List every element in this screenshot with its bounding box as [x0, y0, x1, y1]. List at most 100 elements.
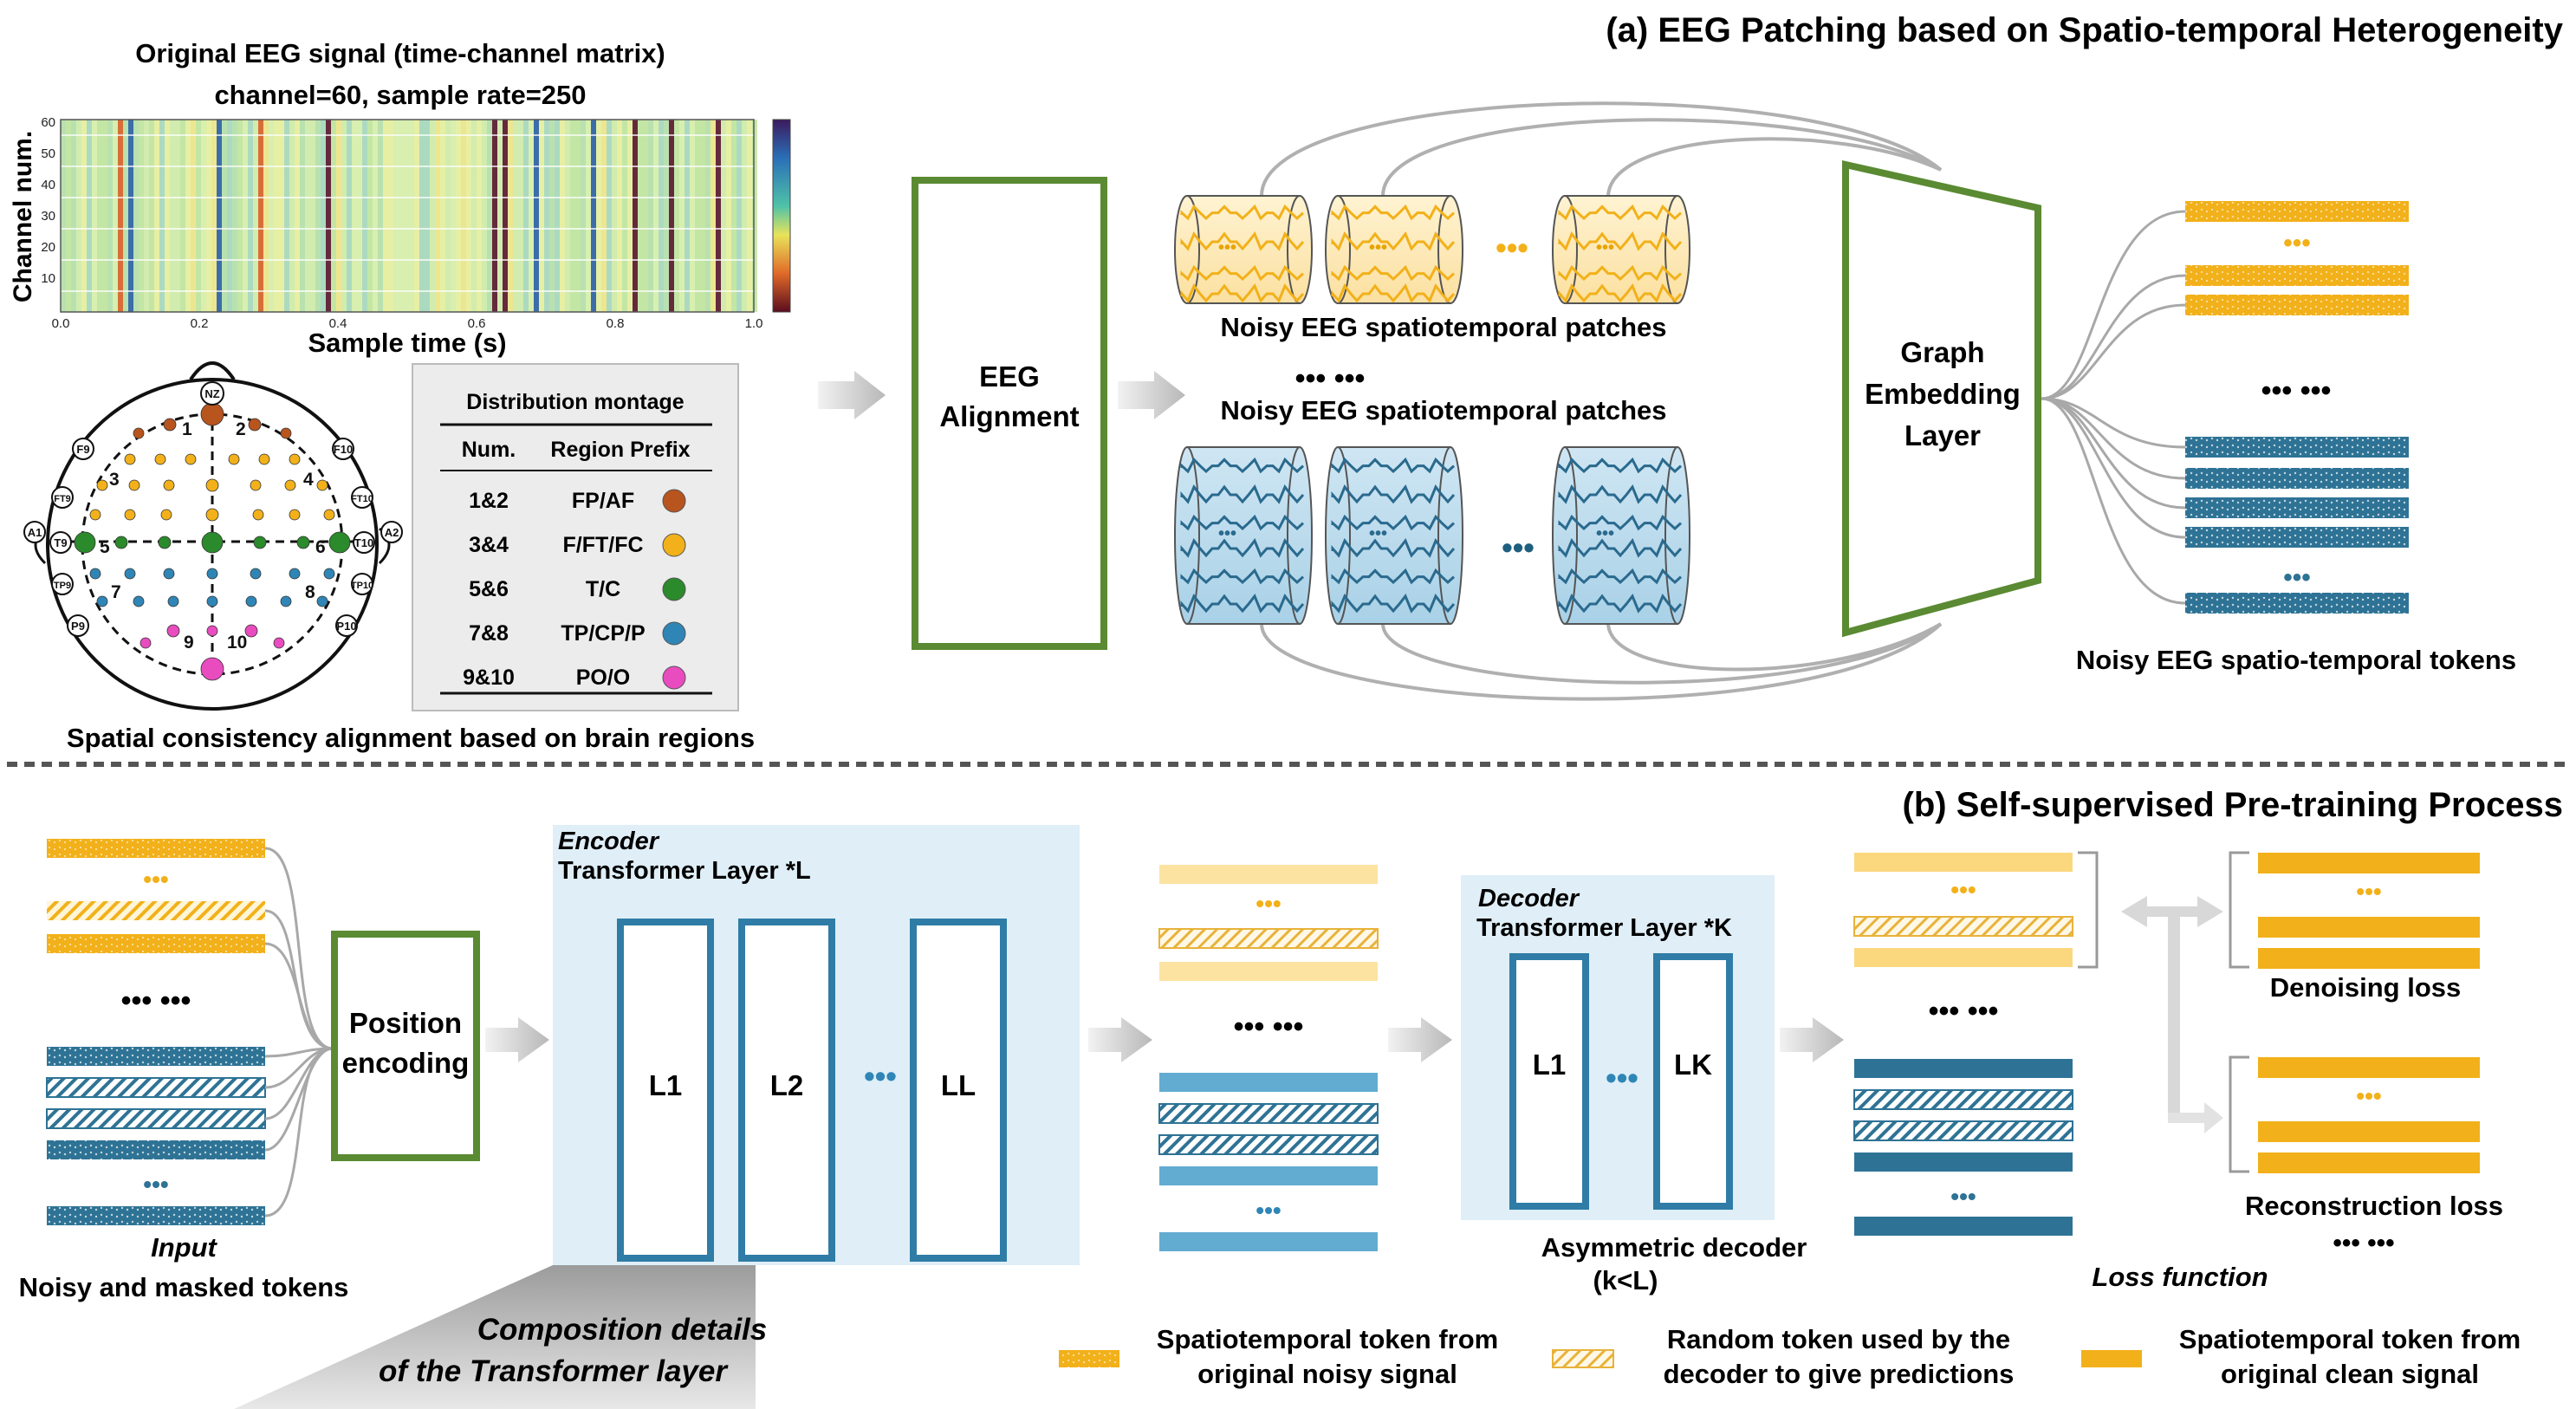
- electrode-label: TP10: [351, 581, 373, 591]
- decoder-layer-label: LK: [1674, 1049, 1712, 1081]
- electrode-label: A2: [385, 526, 399, 539]
- heatmap-stripe: [180, 120, 185, 312]
- blue-patches: •••••••••: [1174, 446, 1690, 625]
- montage-row-color: [662, 489, 686, 513]
- input-label: Noisy and masked tokens: [19, 1272, 349, 1302]
- electrode-dot: [163, 418, 177, 432]
- montage-row-num: 1&2: [469, 489, 509, 513]
- heatmap-stripe: [497, 120, 503, 312]
- heatmap-stripe: [289, 120, 295, 312]
- token-light-blue: [1159, 1232, 1378, 1251]
- token-light-yellow: [1159, 865, 1378, 884]
- patch-cylinder: [1186, 446, 1301, 625]
- electrode-dot: [185, 453, 197, 465]
- token-ellipsis: •••: [1256, 890, 1281, 917]
- patch-cylinder: [1337, 446, 1451, 625]
- heatmap-stripe: [586, 120, 591, 312]
- montage-row-num: 3&4: [469, 533, 509, 557]
- heatmap-stripe: [217, 120, 222, 312]
- heatmap-stripe: [269, 120, 274, 312]
- patch-waveform: [1180, 514, 1305, 531]
- heatmap-stripe: [430, 120, 435, 312]
- montage-header-num: Num.: [462, 438, 516, 462]
- patch-inner-ellipsis: •••: [1218, 238, 1236, 257]
- region-number: 5: [100, 537, 110, 557]
- ytick: 30: [41, 209, 55, 224]
- heatmap-stripe: [477, 120, 482, 312]
- legend-swatch-clean: [2081, 1350, 2142, 1367]
- loss-dots: ••• •••: [2333, 1229, 2394, 1257]
- denoise-bracket: [2229, 851, 2249, 969]
- heatmap-stripe: [128, 120, 133, 312]
- token-dots: ••• •••: [121, 984, 191, 1017]
- electrode-dot: [89, 509, 101, 521]
- heatmap-stripe: [555, 120, 560, 312]
- token-ellipsis: •••: [2283, 563, 2311, 592]
- montage-row-num: 5&6: [469, 577, 509, 601]
- heatmap-stripe: [648, 120, 653, 312]
- token-clean: [2258, 1153, 2480, 1173]
- decoder-layer-l1: [1509, 953, 1589, 1210]
- composition-shadow: [234, 1265, 756, 1409]
- heatmap-stripe: [414, 120, 419, 312]
- heatmap-stripe: [232, 120, 237, 312]
- electrode-dot: [128, 479, 140, 491]
- montage-title: Distribution montage: [466, 390, 684, 414]
- heatmap-stripe: [685, 120, 690, 312]
- token-blue: [47, 1047, 265, 1066]
- patches-blue-label: Noisy EEG spatiotemporal patches: [1220, 395, 1666, 425]
- ytick: 10: [41, 271, 55, 286]
- heatmap-stripe: [133, 120, 139, 312]
- ytick: 60: [41, 115, 55, 130]
- eeg-colorbar: [772, 119, 791, 313]
- heatmap-stripe: [716, 120, 721, 312]
- montage-row-num: 9&10: [463, 666, 515, 690]
- heatmap-stripe: [440, 120, 445, 312]
- token-clean: [2258, 853, 2480, 873]
- heatmap-stripe: [274, 120, 279, 312]
- patch-inner-ellipsis: •••: [1596, 524, 1614, 543]
- patch-waveform: [1331, 538, 1456, 558]
- layer-ellipsis: •••: [1606, 1060, 1638, 1095]
- patch-waveform: [1558, 283, 1683, 303]
- legend-swatch-random: [1552, 1349, 1614, 1368]
- flow-arrow: [1780, 1017, 1844, 1062]
- encoder-layer-label: L1: [649, 1069, 683, 1101]
- encoder-output-tokens: ••• ••• ••• •••: [1158, 865, 1379, 1251]
- xtick: 0.0: [52, 316, 70, 331]
- electrode-dot: [273, 637, 285, 649]
- electrode-label: NZ: [204, 387, 219, 400]
- eeg-ylabel: Channel num.: [9, 131, 37, 302]
- heatmap-stripe: [185, 120, 191, 312]
- heatmap-stripe: [736, 120, 742, 312]
- token-clean: [2258, 948, 2480, 969]
- heatmap-stripe: [461, 120, 466, 312]
- heatmap-stripe: [679, 120, 685, 312]
- patch-waveform: [1180, 283, 1305, 303]
- heatmap-stripe: [591, 120, 596, 312]
- patch-inner-ellipsis: •••: [1218, 524, 1236, 543]
- patch-waveform: [1180, 264, 1305, 282]
- token-fanout: [2041, 210, 2186, 605]
- graph-embedding-layer: [1842, 159, 2041, 638]
- patch-ellipsis: •••: [1496, 230, 1528, 265]
- token-blue: [2185, 527, 2409, 548]
- region-number: 7: [111, 582, 121, 602]
- token-ellipsis: •••: [1950, 876, 1976, 903]
- input-label-italic: Input: [151, 1232, 217, 1263]
- patch-waveform: [1558, 204, 1683, 221]
- heatmap-stripe: [638, 120, 643, 312]
- montage-row-color: [662, 621, 686, 646]
- electrode-dot: [205, 508, 219, 522]
- heatmap-stripe: [279, 120, 284, 312]
- patches-yellow-label: Noisy EEG spatiotemporal patches: [1220, 312, 1666, 342]
- token-pred-yellow: [1854, 853, 2073, 872]
- heatmap-stripe: [243, 120, 248, 312]
- patch-waveform: [1180, 568, 1305, 585]
- electrode-dot: [96, 479, 108, 491]
- patch-cylinder-end: [1437, 446, 1463, 625]
- heatmap-stripe: [227, 120, 232, 312]
- patch-waveform: [1331, 264, 1456, 282]
- patch-waveform: [1180, 204, 1305, 221]
- heatmap-stripe: [362, 120, 367, 312]
